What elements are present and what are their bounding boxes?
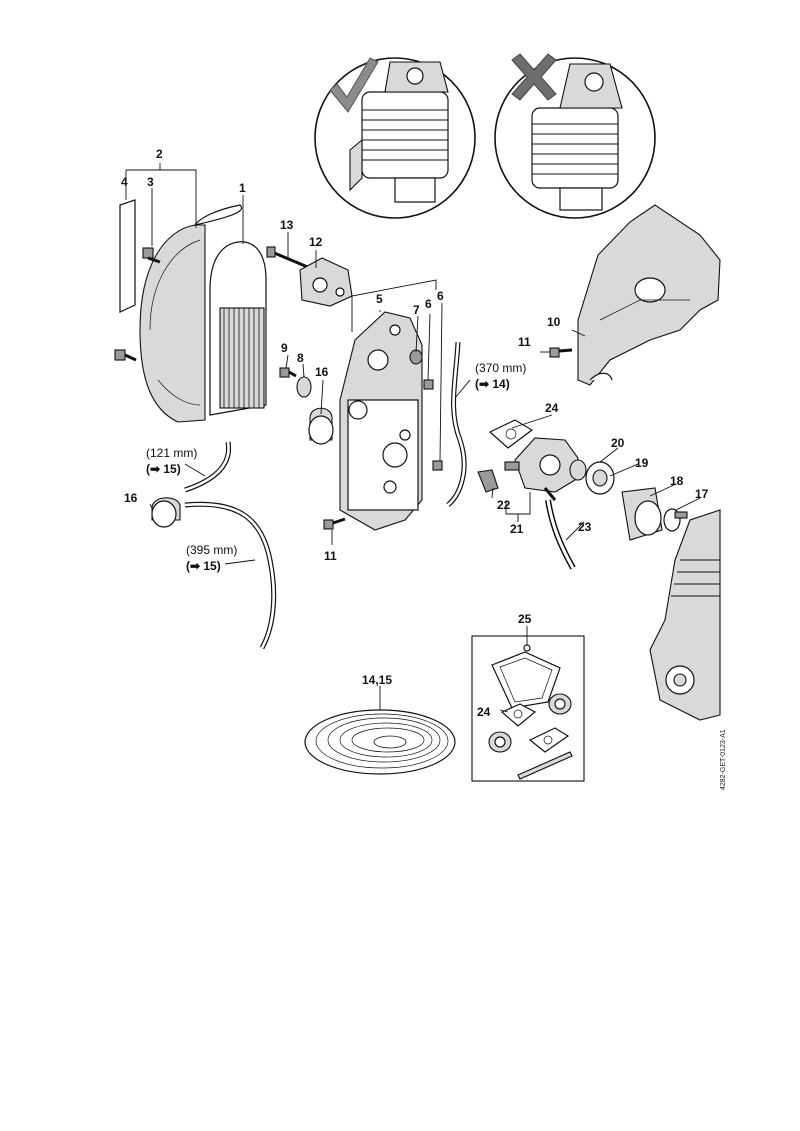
grommet [296,376,312,398]
label-24b: 24 [477,705,491,719]
cylinder-illustration [531,63,623,211]
label-9: 9 [281,341,288,355]
label-6b: 6 [437,289,444,303]
bolt [266,246,311,270]
check-mark-icon [329,57,379,113]
label-12: 12 [309,235,323,249]
cross-mark-icon [511,53,557,101]
correct-orientation-view [314,57,476,219]
cylinder-illustration [349,61,449,203]
label-11: 11 [518,335,531,349]
impulse-hose [545,499,576,570]
primer-bulb [151,497,181,528]
label-8: 8 [297,351,304,365]
air-filter-cover [139,204,243,423]
carburetor-box [339,311,423,531]
gasket [488,419,534,449]
air-filter [209,241,267,416]
label-13: 13 [280,218,294,232]
nut [432,460,443,471]
adjustment-part [477,469,499,493]
note-370mm: (370 mm) [475,361,526,375]
label-20: 20 [611,436,625,450]
label-4: 4 [121,175,128,189]
note-121mm: (121 mm) [146,446,197,460]
incorrect-orientation-view [494,53,656,219]
label-16b: 16 [124,491,138,505]
hose-clamp [663,508,688,532]
label-25: 25 [518,612,532,626]
gasket-kit [471,635,585,782]
label-17: 17 [695,487,709,501]
drawing-code: 4282-GET-0123-A1 [720,729,727,790]
label-18: 18 [670,474,684,488]
note-ref-15a: (➡ 15) [146,462,181,476]
fuel-hose-coil [304,709,456,775]
note-395mm: (395 mm) [186,543,237,557]
leader-lines [125,163,701,713]
label-2: 2 [156,147,163,161]
part-labels: 2 4 3 1 13 12 5 7 6 6 9 8 16 10 11 24 20… [121,147,709,719]
carburetor [504,437,579,501]
fuel-hose-395mm [184,501,277,650]
note-ref-14: (➡ 14) [475,377,510,391]
label-6a: 6 [425,297,432,311]
label-19: 19 [635,456,649,470]
label-10: 10 [547,315,561,329]
screw [279,367,297,378]
intake-flange [585,461,615,495]
screw [142,247,161,264]
label-11b: 11 [324,549,337,563]
air-filter-gasket [119,199,136,313]
primer-bulb [308,407,334,445]
screw [114,349,137,362]
label-7: 7 [413,303,420,317]
nut [423,379,434,390]
label-24: 24 [545,401,559,415]
bracket [299,257,353,307]
ring [569,459,587,481]
label-14-15: 14,15 [362,673,392,687]
engine-partial [649,509,721,721]
screw [323,517,346,530]
label-23: 23 [578,520,592,534]
note-ref-15b: (➡ 15) [186,559,221,573]
label-22: 22 [497,498,511,512]
hose-notes: (370 mm) (➡ 14) (121 mm) (➡ 15) (395 mm)… [146,361,526,573]
gasket [500,703,537,727]
label-16: 16 [315,365,329,379]
label-1: 1 [239,181,246,195]
intake-manifold [621,487,663,541]
label-3: 3 [147,175,154,189]
screw [549,347,573,358]
shroud [577,204,721,386]
label-21: 21 [510,522,524,536]
grommet [409,349,423,365]
label-5: 5 [376,292,383,306]
